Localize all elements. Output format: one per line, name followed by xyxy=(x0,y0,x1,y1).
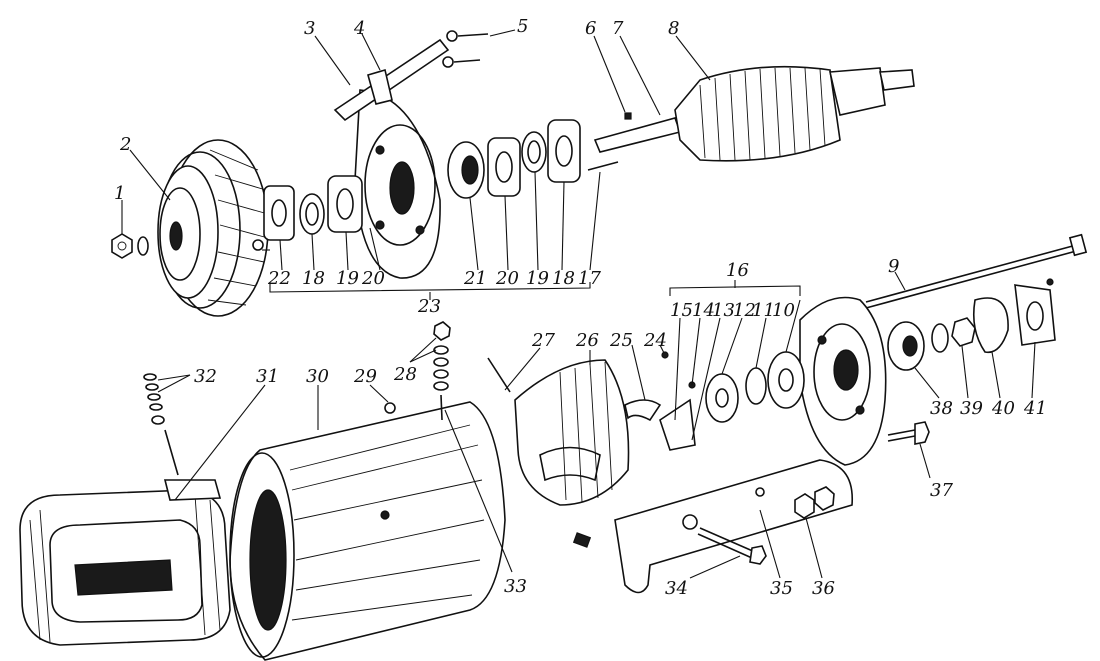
label-16: 16 xyxy=(726,260,749,281)
label-5: 5 xyxy=(517,16,528,37)
label-24: 24 xyxy=(643,330,667,351)
armature xyxy=(593,65,915,162)
through-bolt xyxy=(865,233,1088,309)
label-14: 14 xyxy=(692,300,715,321)
label-20-right: 20 xyxy=(495,268,519,289)
screws-5 xyxy=(442,30,489,68)
label-8: 8 xyxy=(668,18,679,39)
yoke-housing xyxy=(229,401,506,661)
nut-and-washer xyxy=(111,233,149,259)
label-4: 4 xyxy=(353,18,365,39)
field-coils xyxy=(19,479,231,646)
label-15: 15 xyxy=(670,300,693,321)
label-40: 40 xyxy=(991,398,1015,419)
label-22: 22 xyxy=(267,268,291,289)
label-3: 3 xyxy=(304,18,315,39)
cover-band xyxy=(487,357,630,548)
label-13: 13 xyxy=(712,300,735,321)
label-9: 9 xyxy=(888,256,899,277)
label-25: 25 xyxy=(609,330,633,351)
label-19-right: 19 xyxy=(526,268,549,289)
label-30: 30 xyxy=(306,366,329,387)
label-21: 21 xyxy=(463,268,487,289)
label-41: 41 xyxy=(1023,398,1047,419)
label-28: 28 xyxy=(393,364,417,385)
screw-stack-28 xyxy=(433,321,451,421)
label-6: 6 xyxy=(585,18,596,39)
label-18-right: 18 xyxy=(552,268,575,289)
screw-stack-32 xyxy=(143,373,179,476)
label-12: 12 xyxy=(733,300,756,321)
label-19-left: 19 xyxy=(336,268,359,289)
label-36: 36 xyxy=(812,578,835,599)
bearing-and-cover xyxy=(887,278,1056,371)
label-23: 23 xyxy=(417,296,441,317)
label-17: 17 xyxy=(578,268,601,289)
label-31: 31 xyxy=(256,366,279,387)
leader-lines xyxy=(121,29,1036,579)
commutator-end-shield xyxy=(799,296,887,466)
label-33: 33 xyxy=(504,576,527,597)
mounting-bracket xyxy=(614,459,853,594)
label-27: 27 xyxy=(531,330,555,351)
label-18-left: 18 xyxy=(302,268,325,289)
label-10: 10 xyxy=(772,300,795,321)
label-2: 2 xyxy=(119,134,131,155)
label-1: 1 xyxy=(114,183,125,204)
label-32: 32 xyxy=(194,366,217,387)
drive-end-shield xyxy=(333,38,450,279)
part-labels: 1 2 3 4 5 6 7 8 9 10 11 12 13 14 15 16 1… xyxy=(114,16,1047,599)
bearing-parts-left xyxy=(252,175,363,251)
fan-pulley xyxy=(157,139,269,317)
brush-parts xyxy=(624,351,805,451)
label-26: 26 xyxy=(575,330,599,351)
label-34: 34 xyxy=(665,578,688,599)
label-11: 11 xyxy=(752,300,775,321)
label-20-left: 20 xyxy=(361,268,385,289)
label-39: 39 xyxy=(960,398,983,419)
bearing-parts-right xyxy=(447,119,619,199)
label-29: 29 xyxy=(353,366,377,387)
label-38: 38 xyxy=(930,398,953,419)
bolt-37 xyxy=(887,421,930,445)
label-37: 37 xyxy=(930,480,953,501)
label-7: 7 xyxy=(612,18,624,39)
label-35: 35 xyxy=(770,578,793,599)
